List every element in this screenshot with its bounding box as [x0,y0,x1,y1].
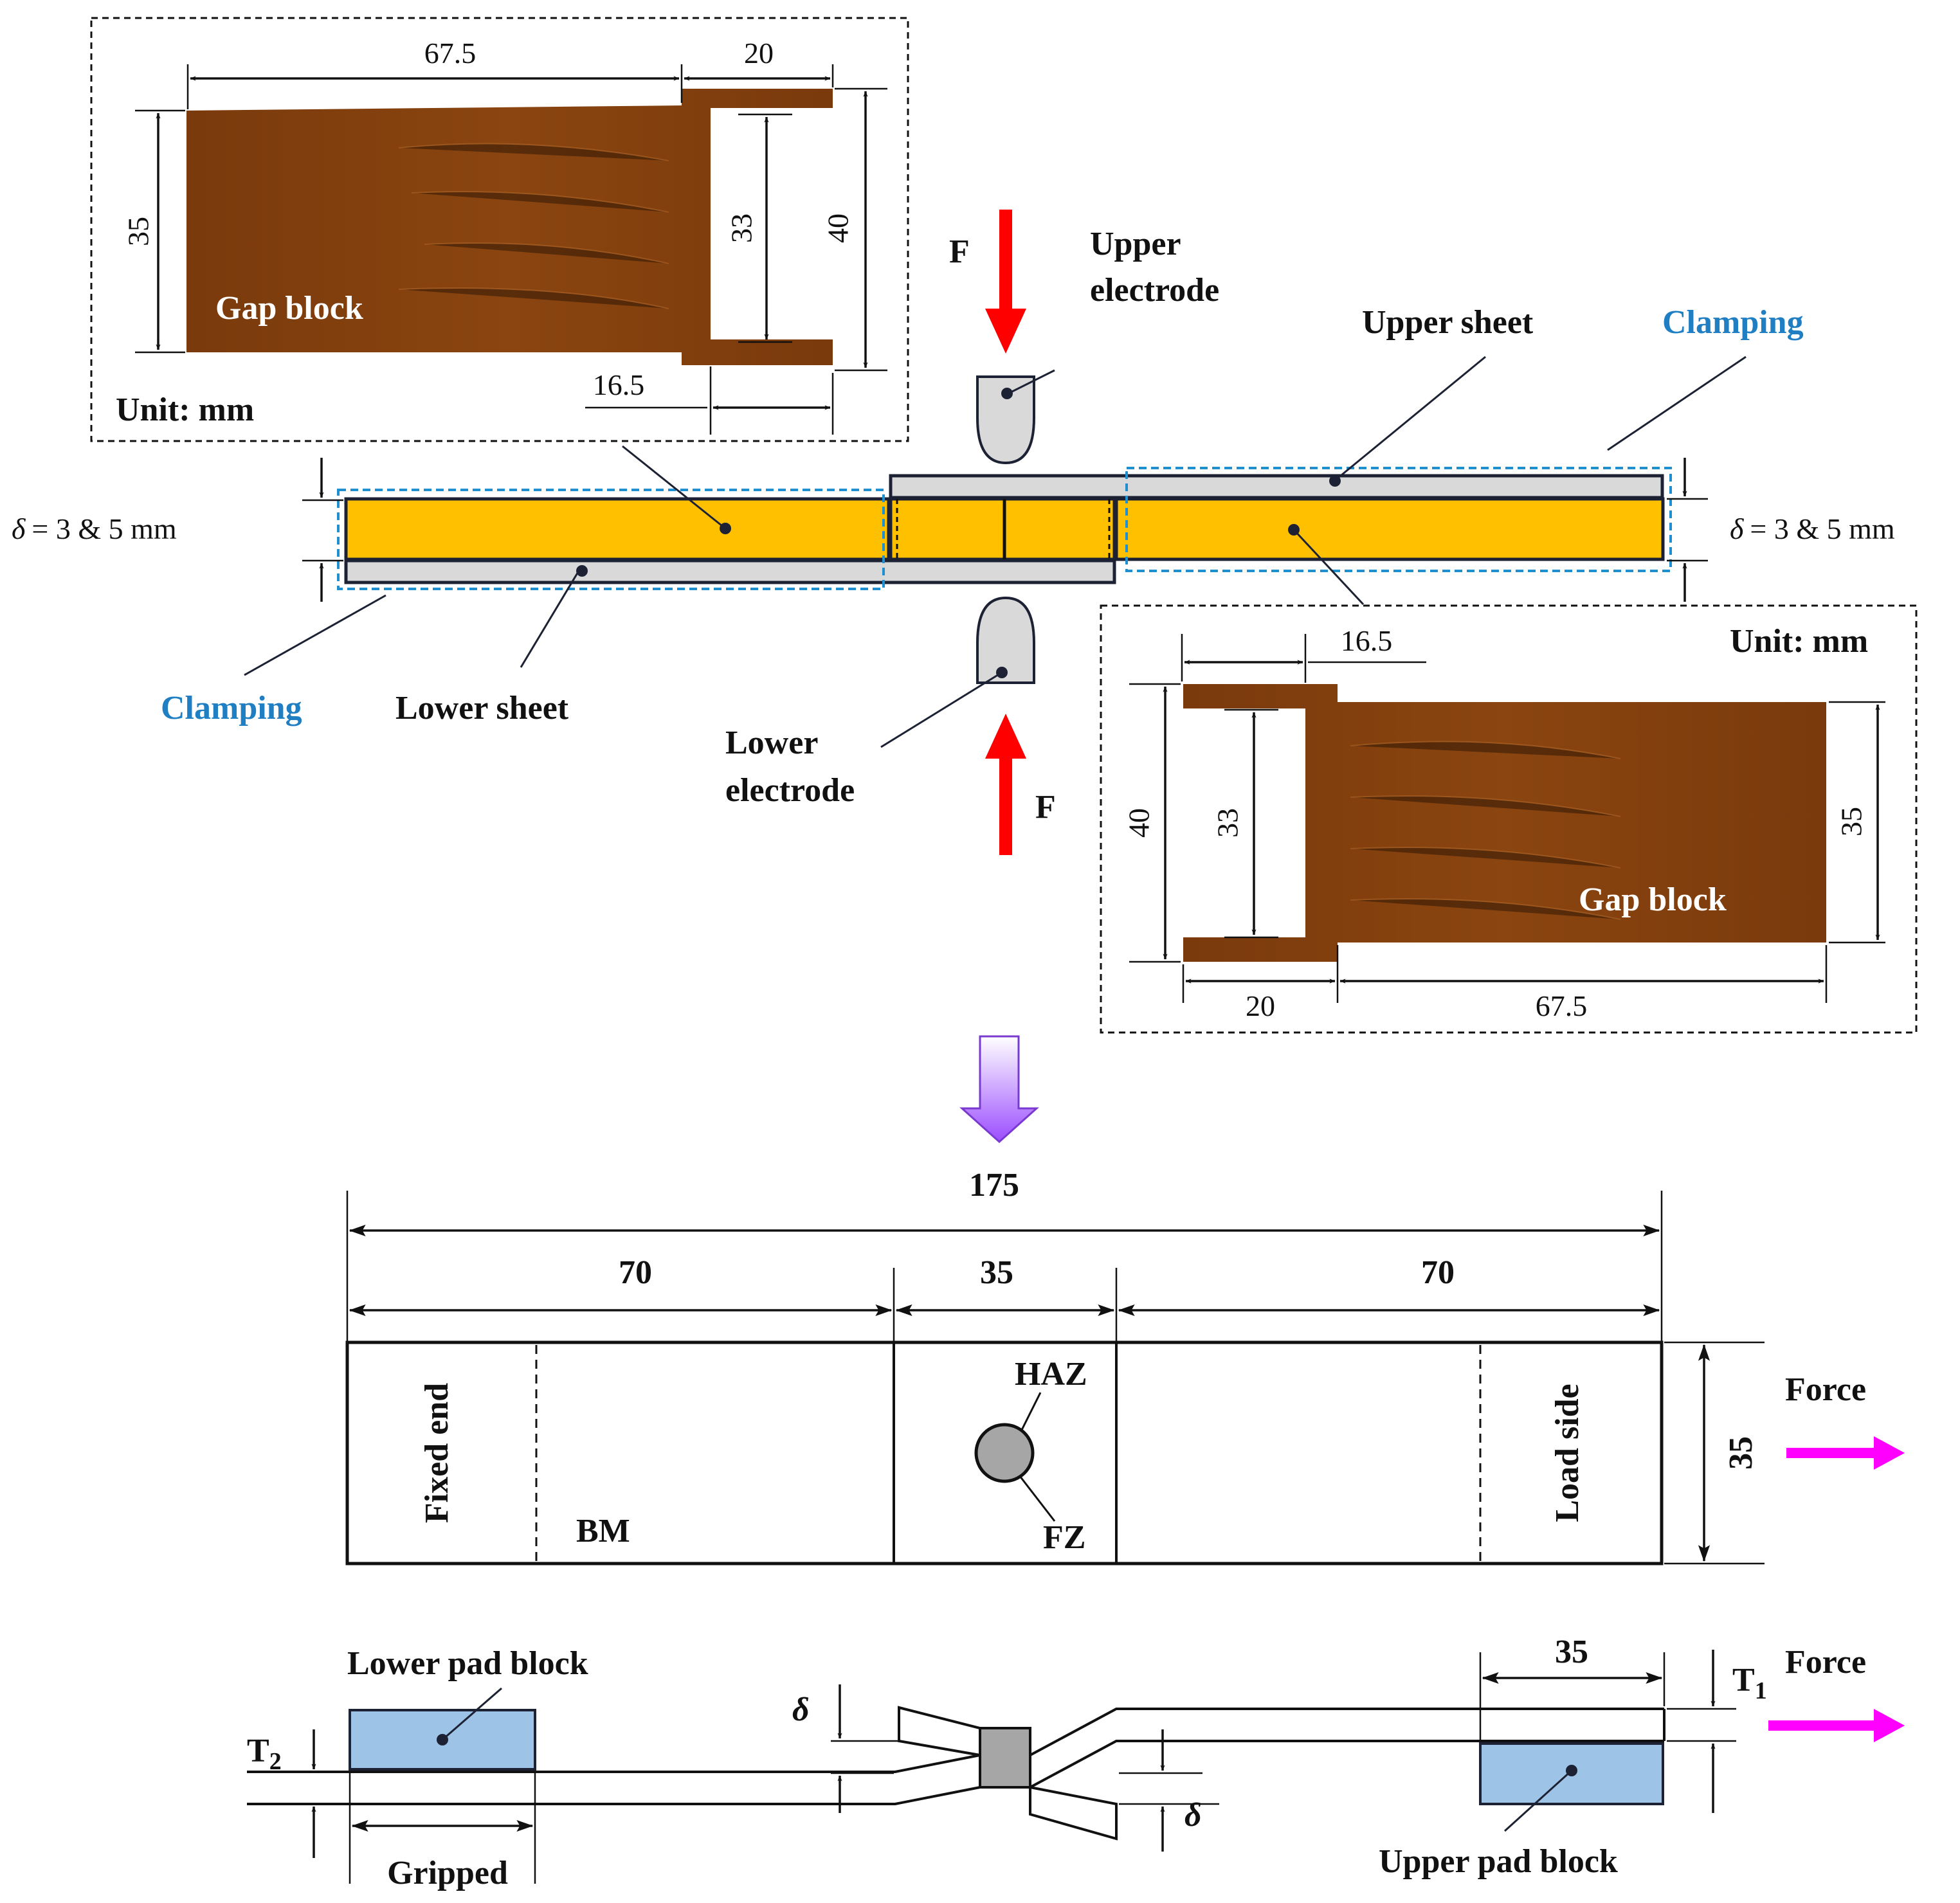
force-label: Force [1785,1371,1866,1408]
delta-bottom-label: δ [1184,1797,1202,1834]
force-arrow-right-icon [1786,1436,1905,1470]
clamp-box-left [337,489,885,590]
specimen-outline [345,1340,1664,1565]
clamping-right-label: Clamping [1662,304,1804,341]
t2-label: T2 [247,1733,282,1775]
gap-block-shape [1183,684,1826,962]
bm-label: BM [576,1513,630,1549]
dim-total-height: 40 [822,213,855,243]
delta-right: δ= 3 & 5 mm [1730,512,1895,545]
force-label-top: F [949,233,970,270]
dim-slot: 33 [725,213,758,243]
lower-electrode-label-1: Lower [725,725,818,761]
weld-nugget-side [979,1727,1031,1789]
gap-block-label: Gap block [215,290,363,327]
haz-label: HAZ [1015,1356,1087,1393]
dim-pad: 35 [1555,1634,1588,1670]
spacer-center [889,497,1116,561]
assembly: δ= 3 & 5 mm δ= 3 & 5 mm F F Upper electr… [12,210,1895,855]
plan-view: 175 70 35 70 Fixed end Load side BM HAZ … [345,1167,1905,1565]
dim-width: 35 [1723,1436,1759,1470]
gripped-label: Gripped [387,1855,508,1891]
spacer-right [1114,497,1665,561]
gap-block-label: Gap block [1579,881,1727,918]
dim-total: 175 [969,1167,1019,1204]
lower-pad-label: Lower pad block [347,1645,588,1682]
clamp-box-right [1125,467,1672,572]
force-label-bottom: F [1035,789,1056,825]
bottom-right-inset: Gap block Unit: mm 16.5 40 33 35 20 67.5 [1100,604,1918,1034]
lower-sheet [344,559,1116,584]
gap-block-shape [186,89,833,365]
delta-left: δ= 3 & 5 mm [12,512,177,545]
process-down-arrow-icon [959,1035,1039,1144]
dim-left: 70 [619,1254,652,1291]
clamping-left-label: Clamping [161,690,302,726]
dim-height: 35 [1835,807,1868,836]
dim-total-height: 40 [1123,808,1156,838]
dim-slot: 33 [1211,808,1244,838]
dim-slot-depth: 16.5 [1341,624,1393,657]
dim-slot-depth: 16.5 [593,368,645,401]
upper-electrode-label-1: Upper [1090,226,1181,262]
upper-sheet [889,474,1664,500]
fixed-end-label: Fixed end [419,1383,455,1523]
dim-right: 70 [1421,1254,1455,1291]
force-arrow-top-icon [985,210,1026,354]
load-side-label: Load side [1549,1384,1586,1522]
inset-frame [1100,604,1918,1034]
unit-label: Unit: mm [1730,623,1868,660]
fz-label: FZ [1043,1519,1085,1556]
unit-label: Unit: mm [116,392,254,428]
side-view: Lower pad block Upper pad block δ δ T2 [247,1634,1905,1891]
force-arrow-bottom-icon [985,714,1026,855]
force-arrow-right-icon [1768,1709,1905,1742]
top-left-inset: Gap block Unit: mm 67.5 20 35 33 40 16.5 [90,17,909,442]
dim-center: 35 [980,1254,1013,1291]
lower-pad-block [349,1709,536,1771]
upper-electrode-icon [976,375,1035,465]
upper-electrode-label-2: electrode [1090,272,1219,309]
dim-tab: 20 [1246,989,1275,1022]
delta-top-label: δ [792,1691,810,1728]
lower-electrode-icon [976,596,1035,684]
dim-height: 35 [122,217,155,246]
force-label: Force [1785,1644,1866,1681]
upper-pad-label: Upper pad block [1379,1843,1618,1880]
inset-frame [90,17,909,442]
dim-length: 67.5 [1536,989,1588,1022]
t1-label: T1 [1732,1662,1767,1704]
dim-length: 67.5 [424,37,476,69]
dim-tab: 20 [744,37,774,69]
lower-sheet-flap-right [1029,1785,1118,1841]
weld-nugget-icon [974,1423,1035,1483]
spacer-left [344,497,891,561]
upper-sheet-flap-left [898,1706,981,1757]
upper-sheet-label: Upper sheet [1362,304,1534,341]
lower-sheet-label: Lower sheet [395,690,569,726]
lower-electrode-label-2: electrode [725,772,855,809]
